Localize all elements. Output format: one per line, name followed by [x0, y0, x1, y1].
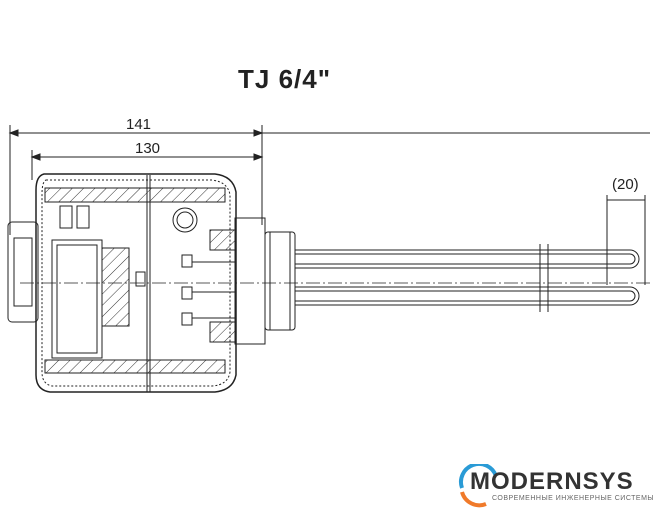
- modernsys-logo: MODERNSYS СОВРЕМЕННЫЕ ИНЖЕНЕРНЫЕ СИСТЕМЫ: [456, 464, 655, 508]
- logo-name: MODERNSYS: [470, 468, 634, 495]
- heating-tubes: [295, 244, 640, 312]
- dimension-lines: [8, 125, 650, 285]
- logo-tagline: СОВРЕМЕННЫЕ ИНЖЕНЕРНЫЕ СИСТЕМЫ: [492, 495, 655, 502]
- flange: [234, 217, 296, 345]
- cable-gland: [7, 221, 39, 323]
- dimension-130: 130: [135, 140, 161, 157]
- logo-arc-icon: [458, 464, 498, 508]
- drawing-title: TJ 6/4": [238, 64, 332, 94]
- dimension-20: (20): [612, 176, 639, 193]
- dimension-141: 141: [126, 116, 152, 133]
- housing: [35, 173, 237, 393]
- terminals: [181, 229, 236, 343]
